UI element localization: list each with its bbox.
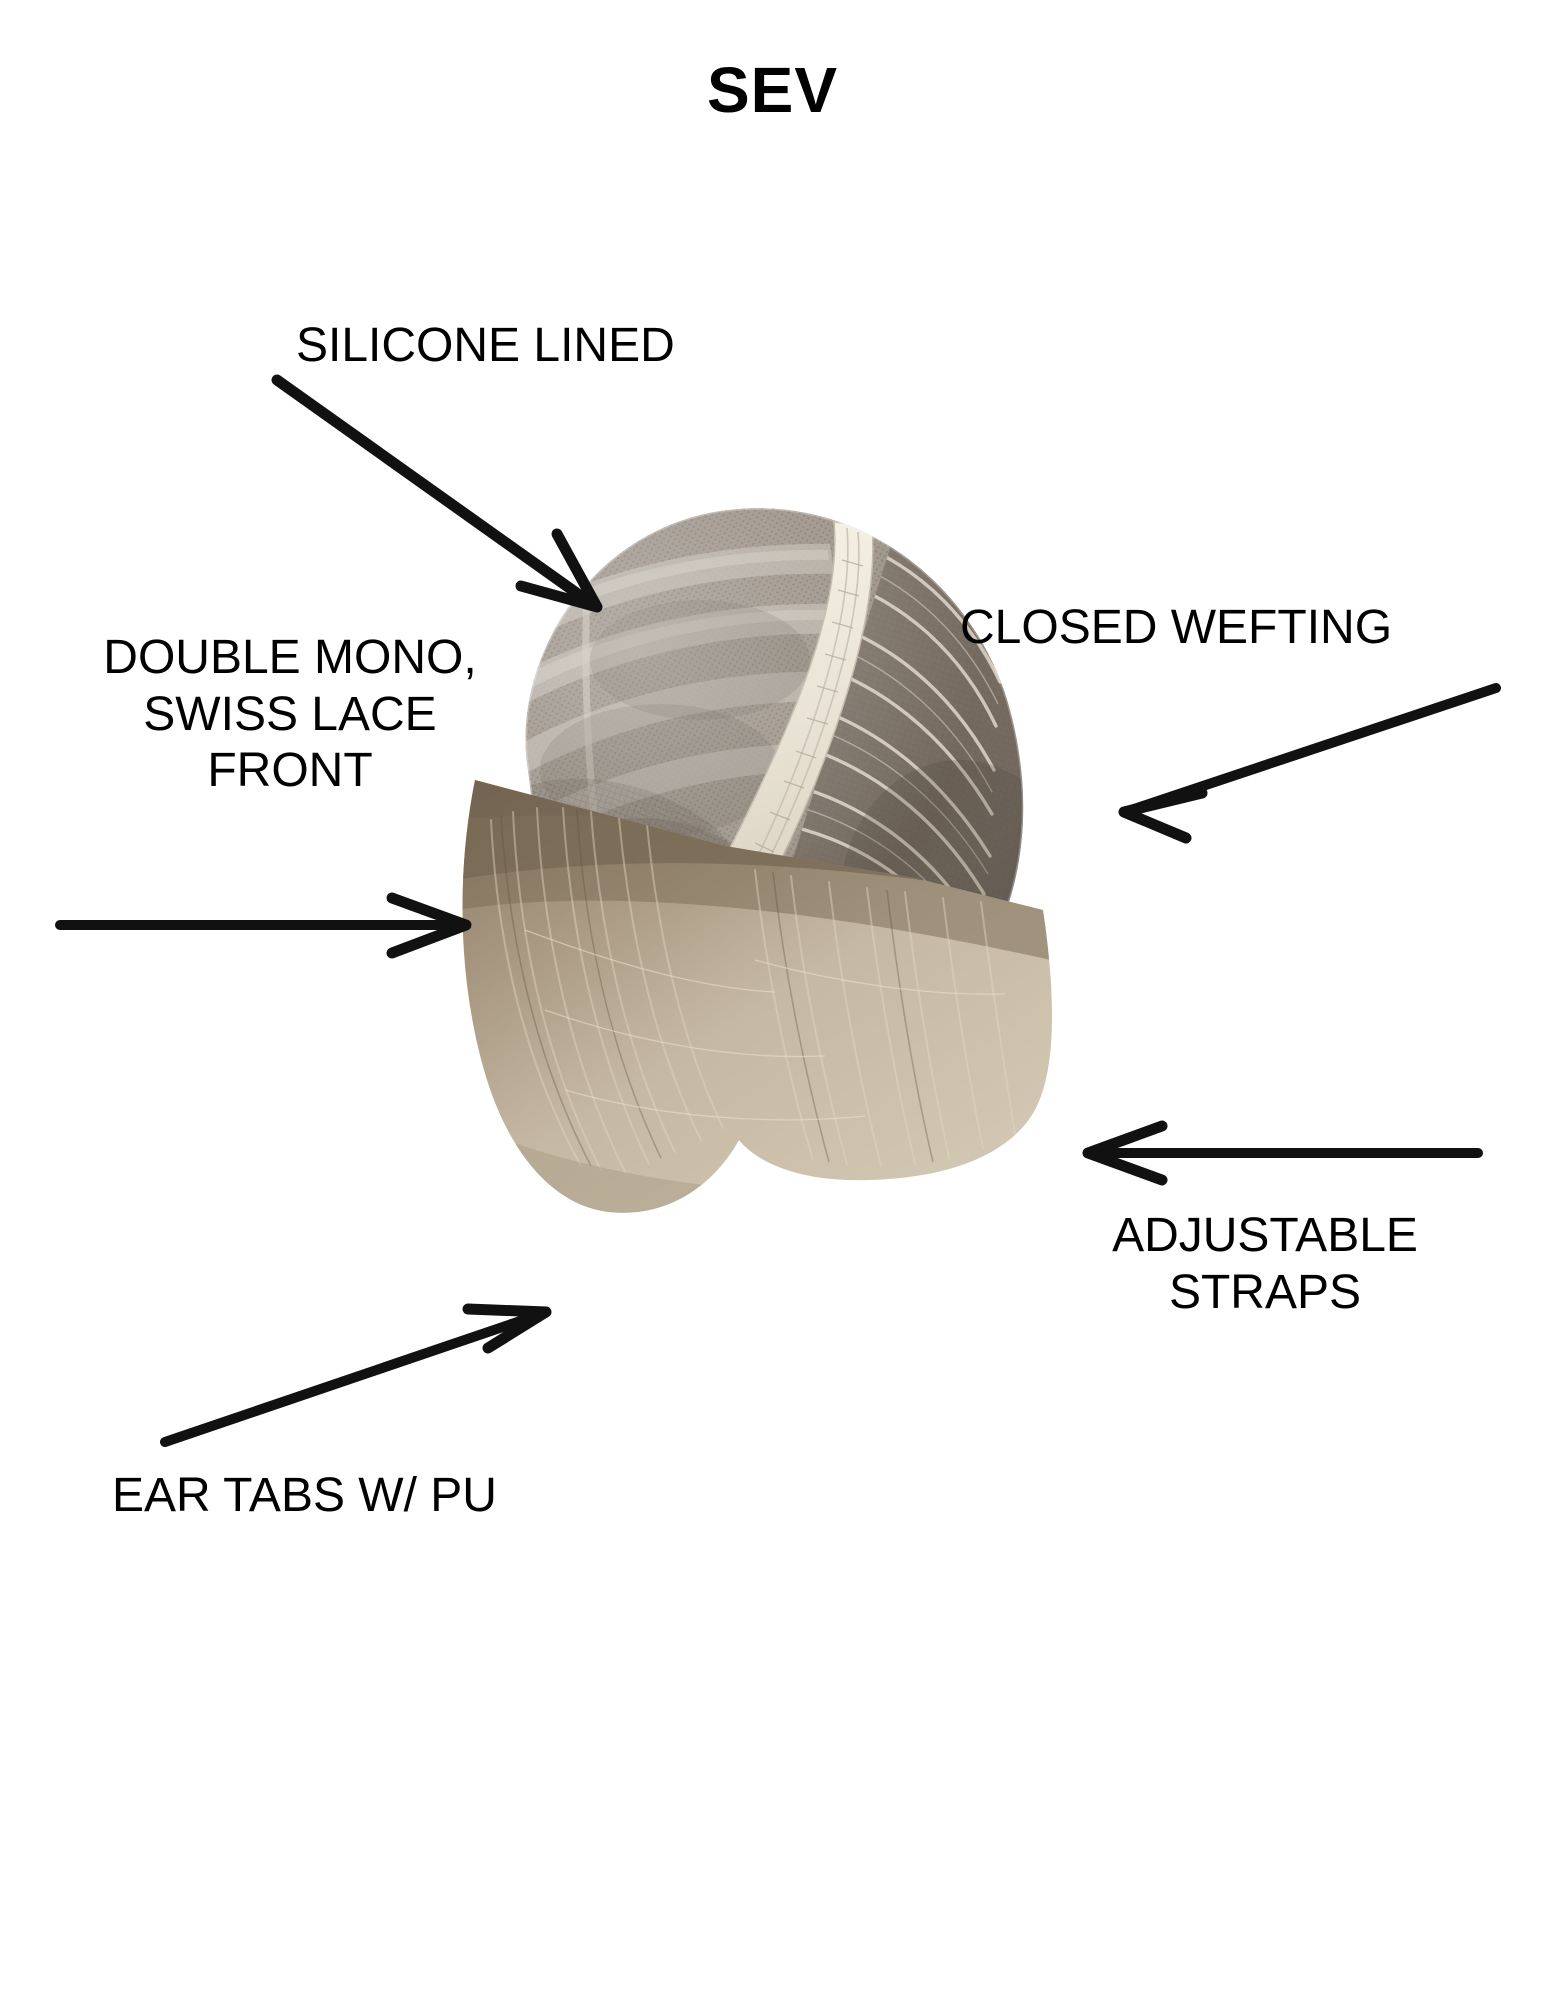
arrow-closed-wefting — [1118, 683, 1501, 844]
callout-label-closed-wefting: CLOSED WEFTING — [960, 601, 1393, 654]
callout-label-adjustable-straps: ADJUSTABLE STRAPS — [1112, 1209, 1418, 1319]
arrow-adjustable-straps — [1082, 1120, 1483, 1186]
callout-label-ear-tabs: EAR TABS W/ PU — [112, 1469, 497, 1522]
callout-label-double-mono: DOUBLE MONO, SWISS LACE FRONT — [103, 631, 477, 798]
wig-hair — [395, 760, 1095, 1400]
page-title: SEV — [706, 54, 839, 126]
callout-label-silicone-lined: SILICONE LINED — [296, 319, 675, 372]
